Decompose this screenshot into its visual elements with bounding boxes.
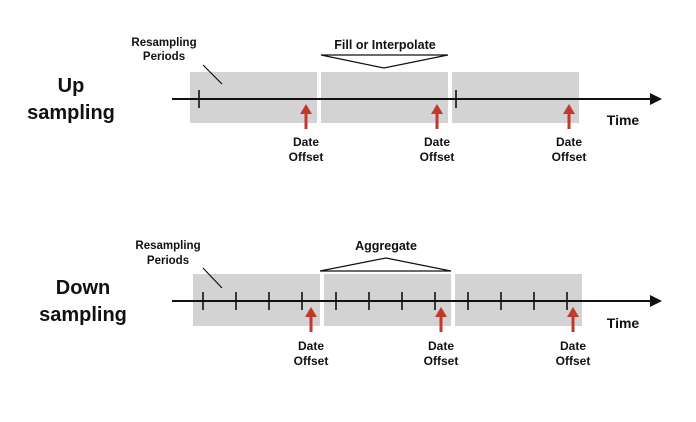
down-offset-label-2-line1: Date [428,339,454,353]
up-offset-arrowhead-2 [431,104,443,114]
up-offset-arrowhead-3 [563,104,575,114]
down-aggregate-bracket [319,257,452,272]
up-offset-label-1-line1: Date [293,135,319,149]
up-offset-label-1-line2: Offset [289,150,324,164]
downsampling-section: Down sampling Resampling Periods Aggrega… [39,239,662,368]
down-offset-label-3-line2: Offset [556,354,591,368]
up-period-2 [321,72,448,123]
down-offset-arrowhead-3 [567,307,579,317]
down-offset-arrowhead-1 [305,307,317,317]
down-offset-arrowhead-2 [435,307,447,317]
down-offset-label-1-line1: Date [298,339,324,353]
up-resampling-pointer [202,64,223,85]
up-resampling-label-line2: Periods [143,51,185,63]
down-time-arrowhead [650,295,662,307]
down-title-line1: Down [56,277,110,299]
down-title-line2: sampling [39,304,127,326]
up-offset-label-2-line1: Date [424,135,450,149]
up-time-label: Time [607,112,640,128]
up-time-arrowhead [650,93,662,105]
up-title-line2: sampling [27,102,115,124]
down-time-label: Time [607,315,640,331]
down-bracket-label: Aggregate [355,239,417,253]
up-offset-arrowhead-1 [300,104,312,114]
up-bracket-label: Fill or Interpolate [334,38,435,52]
down-offset-label-2-line2: Offset [424,354,459,368]
up-offset-label-2-line2: Offset [420,150,455,164]
up-offset-label-3-line2: Offset [552,150,587,164]
down-resampling-pointer [202,267,223,289]
down-offset-label-1-line2: Offset [294,354,329,368]
down-resampling-label-line2: Periods [147,255,189,267]
up-resampling-label-line1: Resampling [131,37,196,49]
up-period-1 [190,72,317,123]
upsampling-section: Up sampling Resampling Periods Fill or I… [27,37,662,164]
down-resampling-label-line1: Resampling [135,240,200,252]
down-offset-label-3-line1: Date [560,339,586,353]
up-title-line1: Up [58,75,85,97]
up-fill-bracket [320,54,449,69]
up-period-3 [452,72,579,123]
up-offset-label-3-line1: Date [556,135,582,149]
